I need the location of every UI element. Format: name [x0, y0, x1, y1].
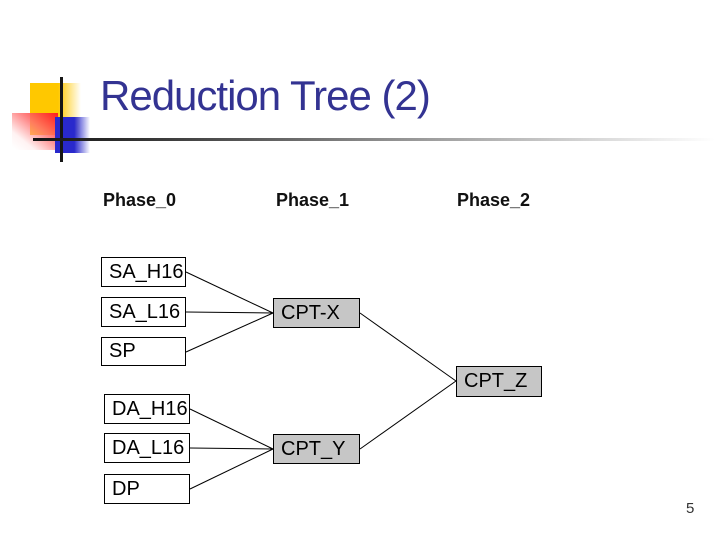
node-cpt-z: CPT_Z: [456, 366, 542, 397]
phase-header-0: Phase_0: [103, 190, 177, 210]
node-sa-l16: SA_L16: [101, 297, 186, 327]
node-dp: DP: [104, 474, 190, 504]
node-cpt-y: CPT_Y: [273, 434, 360, 464]
edge-sp-cpt-x: [185, 312, 274, 353]
title-underline-rule: [33, 138, 715, 141]
edge-dp-cpt-y: [189, 448, 274, 490]
node-cpt-x: CPT-X: [273, 298, 360, 328]
page-number: 5: [686, 500, 695, 517]
phase-header-1: Phase_1: [276, 190, 350, 210]
logo-red-square: [12, 113, 58, 150]
edge-da-l16-cpt-y: [189, 447, 274, 450]
slide-title: Reduction Tree (2): [100, 72, 431, 119]
phase-header-2: Phase_2: [457, 190, 531, 210]
edge-sa-h16-cpt-x: [185, 271, 274, 314]
node-da-h16: DA_H16: [104, 394, 190, 424]
node-sa-h16: SA_H16: [101, 257, 186, 287]
node-sp: SP: [101, 337, 186, 366]
node-da-l16: DA_L16: [104, 433, 190, 463]
logo-vertical-line: [60, 77, 63, 162]
edge-cpt-y-cpt-z: [359, 380, 457, 450]
edge-da-h16-cpt-y: [189, 408, 274, 450]
edge-sa-l16-cpt-x: [185, 311, 274, 314]
edge-cpt-x-cpt-z: [359, 312, 457, 382]
